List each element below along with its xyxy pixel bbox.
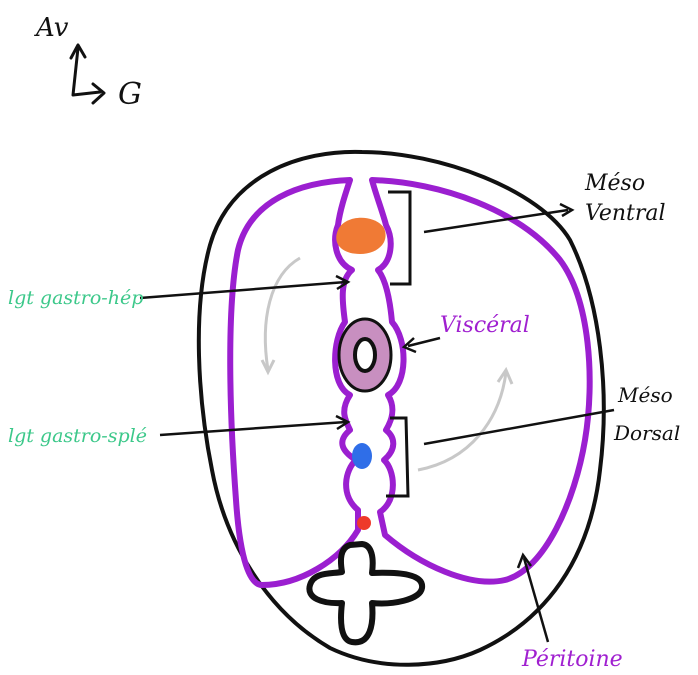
vertebra-cross <box>309 544 422 642</box>
rotation-arrow-left-icon <box>265 258 300 370</box>
meso-dorsal-label-line2: Dorsal <box>613 421 680 445</box>
spleen-organ <box>352 443 372 469</box>
anterior-label: Av <box>34 13 69 43</box>
lgt-gastro-sple-label: lgt gastro-splé <box>8 425 147 447</box>
rotation-arrow-right-icon <box>418 372 506 470</box>
lgt-gastro-hep-label: lgt gastro-hép <box>8 287 143 309</box>
meso-dorsal-label-line1: Méso <box>617 383 673 407</box>
peritoneum-right <box>372 180 590 582</box>
orientation-marker: Av G <box>34 13 142 112</box>
body-wall-outline <box>199 152 604 665</box>
peritoine-label: Péritoine <box>521 647 623 672</box>
lgt-gastro-hep-pointer <box>140 282 346 298</box>
lgt-gastro-sple-pointer <box>160 422 346 435</box>
left-label: G <box>118 77 142 112</box>
liver-organ <box>336 218 385 254</box>
stomach-lumen <box>355 339 375 371</box>
meso-ventral-label-line2: Ventral <box>585 201 666 226</box>
visceral-label: Viscéral <box>440 313 530 338</box>
aorta-dot <box>357 516 371 530</box>
peritoine-pointer <box>524 558 548 642</box>
meso-ventral-label-line1: Méso <box>584 171 645 196</box>
